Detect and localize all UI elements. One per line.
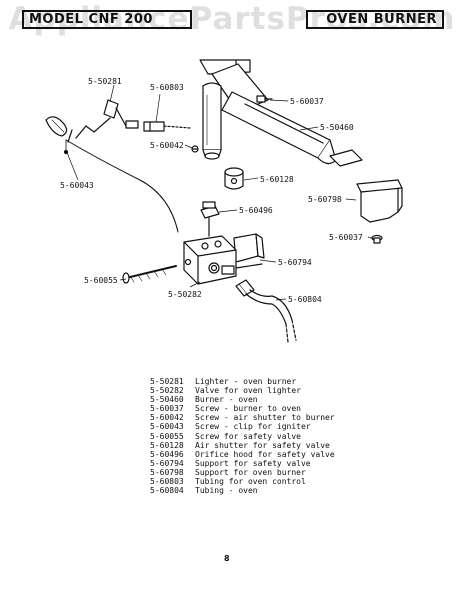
part-number: 5-60496 — [150, 449, 184, 459]
tubing-oven-control-part — [143, 121, 191, 132]
callout-5-60037-lower: 5-60037 — [329, 233, 363, 242]
oven-lighter-part — [45, 99, 139, 143]
part-number: 5-50460 — [150, 395, 184, 405]
part-description: Valve for oven lighter — [195, 386, 301, 396]
section-header: OVEN BURNER — [306, 10, 444, 29]
part-description: Screw for safety valve — [195, 431, 301, 441]
callout-5-60037-top: 5-60037 — [290, 97, 324, 106]
parts-list-row: 5-60055 Screw for safety valve — [150, 432, 335, 441]
air-shutter-part — [224, 167, 244, 190]
callout-5-60043: 5-60043 — [60, 181, 94, 190]
parts-list-row: 5-60496 Orifice hood for safety valve — [150, 450, 335, 459]
oven-lighter-valve-part — [183, 235, 237, 285]
model-header: MODEL CNF 200 — [22, 10, 192, 29]
page-number: 8 — [224, 554, 230, 563]
callout-5-60804: 5-60804 — [288, 295, 322, 304]
part-number: 5-60043 — [150, 422, 184, 432]
parts-list-row: 5-50281 Lighter - oven burner — [150, 377, 335, 386]
orifice-hood-part — [200, 201, 220, 237]
callout-5-50281: 5-50281 — [88, 77, 122, 86]
callout-5-60496: 5-60496 — [239, 206, 273, 215]
part-number: 5-60798 — [150, 467, 184, 477]
part-number: 5-60128 — [150, 440, 184, 450]
screw-air-shutter-part — [191, 145, 199, 153]
support-oven-burner-part — [356, 179, 403, 223]
part-description: Tubing for oven control — [195, 477, 306, 487]
parts-list-row: 5-60804 Tubing - oven — [150, 486, 335, 495]
screw-burner-to-oven-lower-part — [371, 234, 383, 244]
part-number: 5-60794 — [150, 458, 184, 468]
parts-list-row: 5-60803 Tubing for oven control — [150, 477, 335, 486]
oven-burner-part — [199, 59, 363, 167]
part-number: 5-60037 — [150, 404, 184, 414]
support-safety-valve-part — [233, 233, 265, 269]
part-number: 5-60055 — [150, 431, 184, 441]
part-description: Tubing - oven — [195, 486, 258, 496]
callout-5-60042: 5-60042 — [150, 141, 184, 150]
part-description: Lighter - oven burner — [195, 377, 297, 386]
part-description: Air shutter for safety valve — [195, 440, 330, 450]
parts-list-row: 5-60043 Screw - clip for igniter — [150, 422, 335, 431]
callout-5-50460: 5-50460 — [320, 123, 354, 132]
part-number: 5-50282 — [150, 386, 184, 396]
tubing-oven-part — [235, 279, 297, 343]
screw-safety-valve-part — [122, 265, 177, 284]
parts-list-row: 5-60794 Support for safety valve — [150, 459, 335, 468]
parts-list: 5-50281 Lighter - oven burner 5-50282 Valv… — [150, 377, 335, 495]
callout-5-60055: 5-60055 — [84, 276, 118, 285]
part-description: Screw - air shutter to burner — [195, 413, 335, 423]
parts-list-row: 5-60037 Screw - burner to oven — [150, 404, 335, 413]
part-description: Support for safety valve — [195, 458, 311, 468]
part-number: 5-60804 — [150, 486, 184, 496]
part-description: Orifice hood for safety valve — [195, 449, 335, 459]
callout-5-60803: 5-60803 — [150, 83, 184, 92]
part-number: 5-60042 — [150, 413, 184, 423]
part-number: 5-60803 — [150, 477, 184, 487]
parts-list-row: 5-60798 Support for oven burner — [150, 468, 335, 477]
callout-5-60794: 5-60794 — [278, 258, 312, 267]
callout-5-60128: 5-60128 — [260, 175, 294, 184]
part-description: Support for oven burner — [195, 467, 306, 477]
parts-list-row: 5-60042 Screw - air shutter to burner — [150, 413, 335, 422]
callout-5-50282: 5-50282 — [168, 290, 202, 299]
screw-burner-to-oven-part — [256, 95, 273, 103]
callout-5-60798: 5-60798 — [308, 195, 342, 204]
part-description: Screw - burner to oven — [195, 404, 301, 414]
part-description: Screw - clip for igniter — [195, 422, 311, 432]
parts-list-row: 5-50282 Valve for oven lighter — [150, 386, 335, 395]
parts-list-row: 5-50460 Burner - oven — [150, 395, 335, 404]
part-description: Burner - oven — [195, 395, 258, 405]
part-number: 5-50281 — [150, 377, 184, 386]
parts-list-row: 5-60128 Air shutter for safety valve — [150, 441, 335, 450]
